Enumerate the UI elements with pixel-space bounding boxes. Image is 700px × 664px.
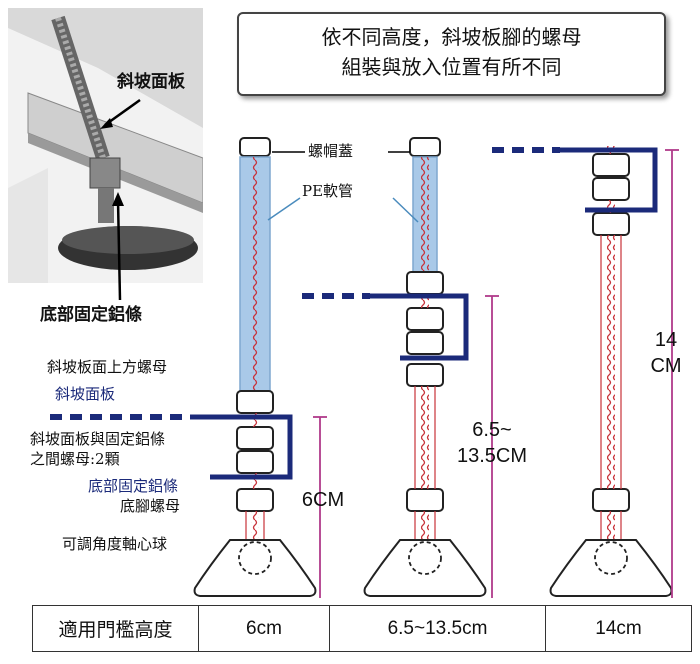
dimension-6.5-13.5cm [485, 295, 499, 598]
photo-label-bottom-rail: 底部固定鋁條 [40, 305, 142, 325]
ramp-panel-rail-col1 [50, 414, 293, 480]
label-nut-above-panel: 斜坡板面上方螺母 [47, 358, 168, 376]
label-ball-joint: 可調角度軸心球 [62, 535, 168, 553]
title-line-2: 組裝與放入位置有所不同 [341, 55, 562, 79]
ramp-panel-rail-col2 [302, 293, 469, 361]
label-foot-nut: 底腳螺母 [120, 497, 181, 515]
photo-label-ramp-panel: 斜坡面板 [117, 72, 185, 92]
dim-label-13.5cm: 13.5CM [456, 445, 528, 467]
label-nuts-between-1: 斜坡面板與固定鋁條 [30, 430, 166, 448]
foot-assembly-6.5-13.5cm [363, 137, 487, 597]
dimension-6cm [313, 416, 327, 598]
dim-label-cm: CM [650, 355, 682, 377]
label-ramp-panel: 斜坡面板 [55, 385, 116, 403]
photo-illustration [8, 8, 203, 283]
table-header-cell: 適用門檻高度 [32, 605, 199, 652]
leader-lines [267, 151, 419, 223]
label-cap: 螺帽蓋 [308, 142, 354, 160]
label-bottom-rail: 底部固定鋁條 [88, 477, 179, 495]
dimension-14cm [665, 149, 679, 598]
label-pe-tube: PE軟管 [302, 182, 354, 200]
dim-label-6cm: 6CM [301, 489, 345, 511]
foot-assembly-14cm [549, 146, 673, 597]
threshold-height-table: 適用門檻高度 6cm 6.5~13.5cm 14cm [32, 605, 692, 652]
ramp-panel-rail-col3 [492, 147, 658, 213]
label-nuts-between-2: 之間螺母:2顆 [30, 450, 120, 468]
table-cell-6cm: 6cm [198, 605, 330, 652]
dim-label-6.5: 6.5~ [472, 419, 512, 441]
table-row: 適用門檻高度 6cm 6.5~13.5cm 14cm [32, 605, 692, 652]
dim-label-14: 14 [654, 329, 678, 351]
foot-assembly-6cm [193, 137, 317, 597]
ramp-foot-photo [8, 8, 203, 283]
table-cell-6.5-13.5cm: 6.5~13.5cm [329, 605, 546, 652]
table-cell-14cm: 14cm [545, 605, 692, 652]
photo-arrows [100, 98, 141, 301]
title-box: 依不同高度，斜坡板腳的螺母 組裝與放入位置有所不同 [237, 12, 666, 96]
title-line-1: 依不同高度，斜坡板腳的螺母 [321, 25, 582, 49]
